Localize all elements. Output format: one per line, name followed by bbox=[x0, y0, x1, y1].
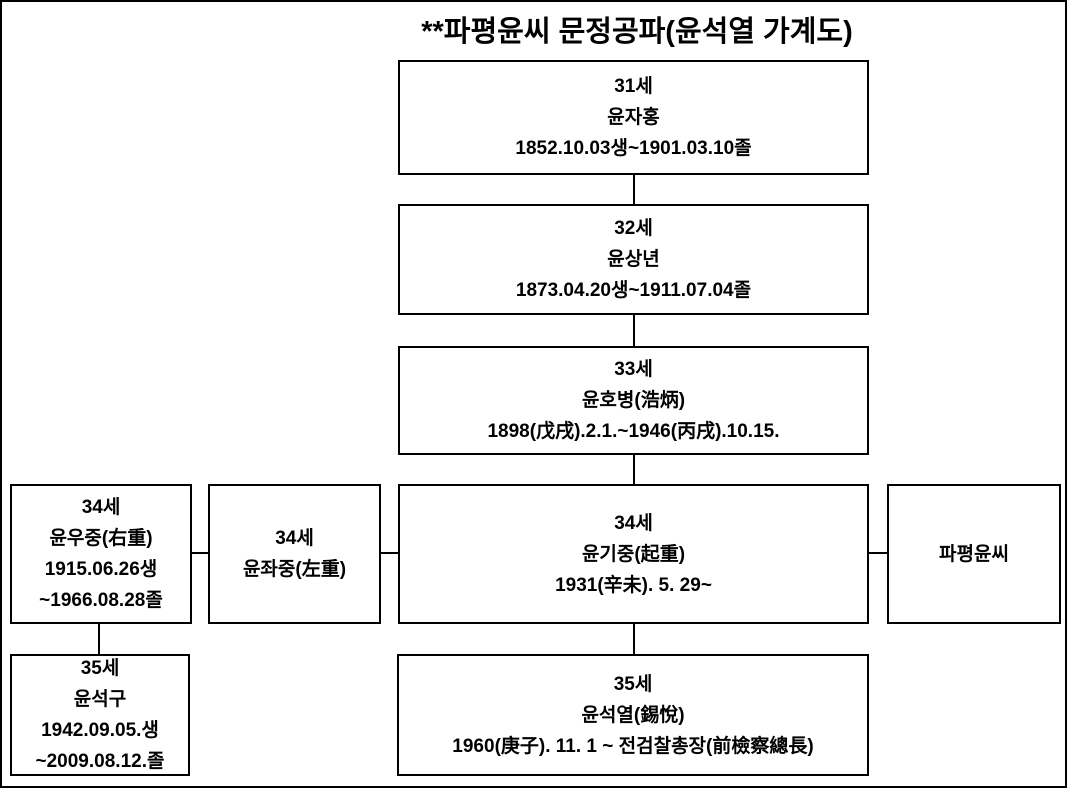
connector-yun-gi-jung-clan bbox=[869, 552, 887, 554]
tree-node-yun-seok-gu: 35세 윤석구 1942.09.05.생 ~2009.08.12.졸 bbox=[10, 654, 190, 776]
person-name: 윤상년 bbox=[607, 249, 660, 270]
tree-node-yun-gi-jung: 34세 윤기중(起重) 1931(辛未). 5. 29~ bbox=[398, 484, 869, 624]
death-date: ~2009.08.12.졸 bbox=[35, 751, 165, 772]
death-date: ~1966.08.28졸 bbox=[39, 590, 163, 611]
connector-gen34-gen35 bbox=[633, 624, 635, 654]
connector-yun-u-jung-yun-jwa-jung bbox=[192, 552, 208, 554]
person-name: 윤우중(右重) bbox=[49, 528, 153, 549]
person-name: 윤호병(浩炳) bbox=[581, 390, 686, 411]
lifespan-text: 1931(辛未). 5. 29~ bbox=[555, 574, 712, 596]
tree-node-yun-ja-hong: 31세 윤자홍 1852.10.03생~1901.03.10졸 bbox=[398, 60, 869, 175]
generation-label: 32세 bbox=[614, 218, 653, 239]
generation-label: 35세 bbox=[613, 673, 653, 695]
tree-node-yun-sang-nyeon: 32세 윤상년 1873.04.20생~1911.07.04졸 bbox=[398, 204, 869, 315]
person-name: 윤좌중(左重) bbox=[242, 559, 347, 580]
connector-yun-u-jung-yun-seok-gu bbox=[98, 624, 100, 654]
tree-node-yun-jwa-jung: 34세 윤좌중(左重) bbox=[208, 484, 381, 624]
tree-node-yun-ho-byeong: 33세 윤호병(浩炳) 1898(戊戌).2.1.~1946(丙戌).10.15… bbox=[398, 346, 869, 455]
tree-node-papyeong-yun-clan: 파평윤씨 bbox=[887, 484, 1061, 624]
diagram-title: **파평윤씨 문정공파(윤석열 가계도) bbox=[421, 16, 853, 48]
tree-node-yun-u-jung: 34세 윤우중(右重) 1915.06.26생 ~1966.08.28졸 bbox=[10, 484, 192, 624]
person-name: 윤자홍 bbox=[607, 107, 660, 128]
person-name: 윤기중(起重) bbox=[581, 543, 686, 565]
generation-label: 35세 bbox=[80, 658, 120, 679]
clan-name: 파평윤씨 bbox=[939, 543, 1009, 565]
generation-label: 31세 bbox=[614, 76, 653, 97]
connector-gen32-gen33 bbox=[633, 315, 635, 346]
connector-gen33-gen34 bbox=[633, 455, 635, 484]
person-name: 윤석열(錫悅) bbox=[581, 704, 685, 726]
tree-node-yun-seok-yeol: 35세 윤석열(錫悅) 1960(庚子). 11. 1 ~ 전검찰총장(前檢察總… bbox=[397, 654, 869, 776]
lifespan-text: 1852.10.03생~1901.03.10졸 bbox=[515, 138, 752, 159]
generation-label: 34세 bbox=[81, 497, 121, 518]
person-name: 윤석구 bbox=[73, 689, 127, 710]
generation-label: 34세 bbox=[275, 528, 314, 549]
birth-date: 1942.09.05.생 bbox=[41, 720, 159, 741]
lifespan-text: 1873.04.20생~1911.07.04졸 bbox=[515, 280, 752, 301]
lifespan-text: 1898(戊戌).2.1.~1946(丙戌).10.15. bbox=[487, 421, 780, 442]
connector-yun-jwa-jung-yun-gi-jung bbox=[381, 552, 398, 554]
birth-date: 1915.06.26생 bbox=[44, 559, 158, 580]
generation-label: 34세 bbox=[614, 512, 653, 534]
connector-gen31-gen32 bbox=[633, 175, 635, 204]
lifespan-text: 1960(庚子). 11. 1 ~ 전검찰총장(前檢察總長) bbox=[452, 735, 814, 757]
generation-label: 33세 bbox=[614, 359, 653, 380]
